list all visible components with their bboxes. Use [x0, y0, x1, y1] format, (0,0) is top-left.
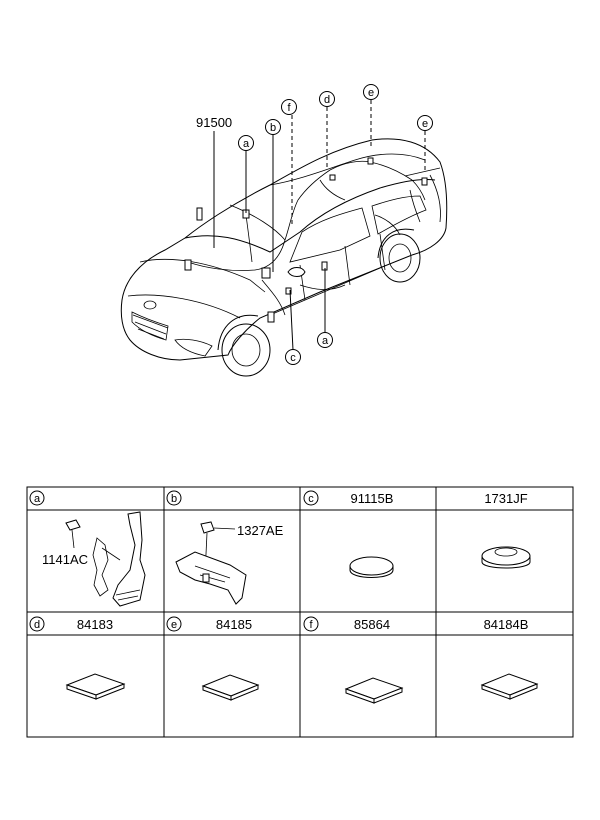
- cell-header-a: a: [29, 490, 45, 506]
- svg-text:e: e: [368, 87, 374, 99]
- callout-d: d: [319, 91, 335, 107]
- callout-a-bottom: a: [317, 332, 333, 348]
- part-number-1141AC: 1141AC: [42, 552, 88, 567]
- cell-header-f: f 85864: [303, 616, 390, 632]
- svg-text:d: d: [324, 94, 330, 106]
- pad-icon-84184B: [480, 673, 539, 700]
- grommet-icon: [481, 546, 531, 569]
- cell-header-b: b: [166, 490, 182, 506]
- svg-text:c: c: [308, 493, 314, 505]
- callout-a-top: a: [238, 135, 254, 151]
- callout-b: b: [265, 119, 281, 135]
- pad-icon-84183: [65, 673, 126, 700]
- svg-text:e: e: [171, 619, 177, 631]
- clip-bracket-icon: [175, 521, 247, 605]
- part-number-84183: 84183: [77, 617, 113, 632]
- svg-text:b: b: [171, 493, 177, 505]
- callout-c: c: [285, 349, 301, 365]
- svg-text:a: a: [322, 335, 329, 347]
- svg-text:f: f: [287, 102, 291, 114]
- cell-header-1731JF: 1731JF: [484, 491, 527, 506]
- cell-header-c: c 91115B: [303, 490, 394, 506]
- main-part-number: 91500: [196, 115, 232, 130]
- part-number-91115B: 91115B: [351, 491, 394, 506]
- svg-text:c: c: [290, 352, 296, 364]
- parts-table: [26, 486, 574, 738]
- part-number-84185: 84185: [216, 617, 252, 632]
- svg-text:f: f: [309, 619, 313, 631]
- part-number-85864: 85864: [354, 617, 390, 632]
- cell-header-84184B: 84184B: [484, 617, 529, 632]
- pad-icon-85864: [344, 677, 404, 704]
- svg-text:e: e: [422, 118, 428, 130]
- callout-f: f: [281, 99, 297, 115]
- part-1327AE-leader: [213, 527, 236, 530]
- part-number-1327AE: 1327AE: [237, 523, 284, 538]
- callout-e-top: e: [363, 84, 379, 100]
- svg-text:a: a: [34, 493, 41, 505]
- bolt-bracket-icon: [65, 511, 146, 607]
- svg-text:b: b: [270, 122, 276, 134]
- round-plug-icon: [349, 556, 394, 578]
- svg-text:d: d: [34, 619, 40, 631]
- part-number-84184B: 84184B: [484, 617, 529, 632]
- cell-header-e: e 84185: [166, 616, 252, 632]
- cell-header-d: d 84183: [29, 616, 113, 632]
- callout-e-right: e: [417, 115, 433, 131]
- car-illustration: [120, 138, 448, 377]
- callout-c-leader: [289, 289, 294, 351]
- part-number-1731JF: 1731JF: [484, 491, 527, 506]
- svg-text:a: a: [243, 138, 250, 150]
- pad-icon-84185: [201, 674, 260, 701]
